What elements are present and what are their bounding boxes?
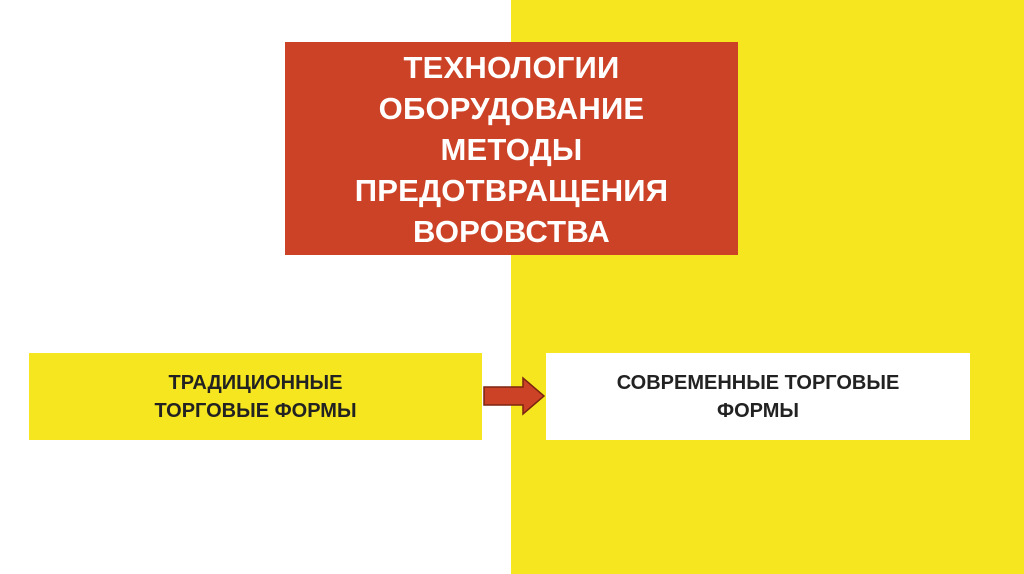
right-arrow-icon bbox=[483, 376, 546, 416]
modern-forms-box: СОВРЕМЕННЫЕ ТОРГОВЫЕ ФОРМЫ bbox=[546, 353, 970, 440]
traditional-forms-line-2: ТОРГОВЫЕ ФОРМЫ bbox=[154, 399, 357, 422]
title-box: ТЕХНОЛОГИИ ОБОРУДОВАНИЕ МЕТОДЫ ПРЕДОТВРА… bbox=[285, 42, 738, 255]
traditional-forms-line-1: ТРАДИЦИОННЫЕ bbox=[168, 371, 343, 394]
title-line-2: ОБОРУДОВАНИЕ bbox=[378, 91, 645, 126]
traditional-forms-box: ТРАДИЦИОННЫЕ ТОРГОВЫЕ ФОРМЫ bbox=[29, 353, 482, 440]
modern-forms-line-1: СОВРЕМЕННЫЕ ТОРГОВЫЕ bbox=[616, 371, 900, 394]
title-line-4: ПРЕДОТВРАЩЕНИЯ bbox=[354, 173, 669, 208]
title-line-5: ВОРОВСТВА bbox=[413, 214, 610, 249]
modern-forms-line-2: ФОРМЫ bbox=[717, 399, 799, 422]
title-line-1: ТЕХНОЛОГИИ bbox=[403, 50, 620, 85]
right-arrow-shape bbox=[483, 376, 546, 416]
title-line-3: МЕТОДЫ bbox=[440, 132, 583, 167]
